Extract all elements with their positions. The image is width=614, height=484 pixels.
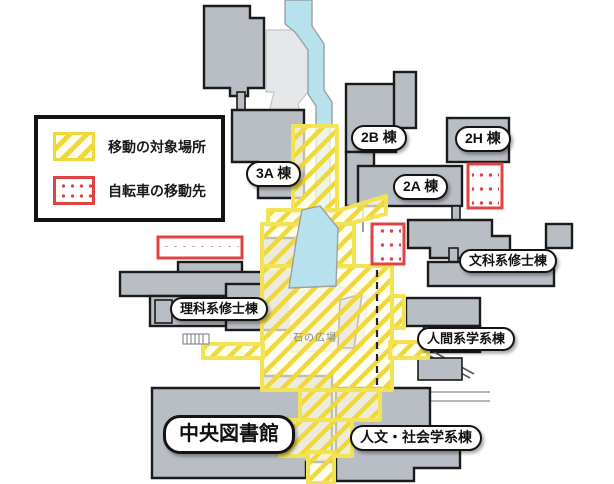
bicycle-marker-right-dots: [472, 168, 499, 205]
legend: 移動の対象場所 自転車の移動先: [34, 115, 225, 222]
label-building-2b: 2B 棟: [351, 125, 407, 151]
building-ningen-upper: [404, 296, 482, 328]
label-building-3a: 3A 棟: [246, 161, 302, 187]
corridor-2a-bunka: [451, 205, 461, 222]
hatch-right-sliver: [390, 294, 406, 330]
yellow-hatch-swatch-icon: [53, 132, 95, 161]
red-dotted-swatch-icon: [53, 176, 95, 205]
building-top-right-small: [392, 70, 418, 130]
building-ningen-annex: [417, 357, 463, 381]
stairs-icon: [182, 333, 210, 345]
hatch-lower-column: [298, 388, 382, 422]
bicycle-markers-layer: [156, 162, 504, 266]
legend-item-move-target: 移動の対象場所: [53, 132, 206, 161]
hatch-bottom-column: [306, 450, 336, 484]
label-building-2a: 2A 棟: [393, 174, 449, 200]
legend-label-bicycle-destination: 自転車の移動先: [108, 182, 206, 199]
pond: [288, 205, 339, 289]
legend-item-bicycle-destination: 自転車の移動先: [53, 176, 206, 205]
label-building-bunka: 文科系修士棟: [459, 249, 558, 274]
building-far-right-small: [544, 222, 574, 250]
label-building-2h: 2H 棟: [455, 126, 511, 152]
building-top-center: [202, 4, 266, 98]
bicycle-marker-center-dots: [376, 228, 401, 261]
label-building-ningen: 人間系学系棟: [417, 327, 516, 352]
label-building-rika: 理科系修士棟: [170, 297, 269, 322]
hatch-zones-layer: [201, 124, 430, 484]
label-stone-plaza: 石の広場: [293, 333, 337, 344]
hatch-left-strip: [201, 342, 265, 360]
bicycle-marker-left-dots: [162, 246, 239, 256]
label-building-jinbun: 人文・社会学系棟: [350, 425, 482, 451]
legend-label-move-target: 移動の対象場所: [108, 138, 206, 155]
label-building-library: 中央図書館: [163, 415, 295, 454]
